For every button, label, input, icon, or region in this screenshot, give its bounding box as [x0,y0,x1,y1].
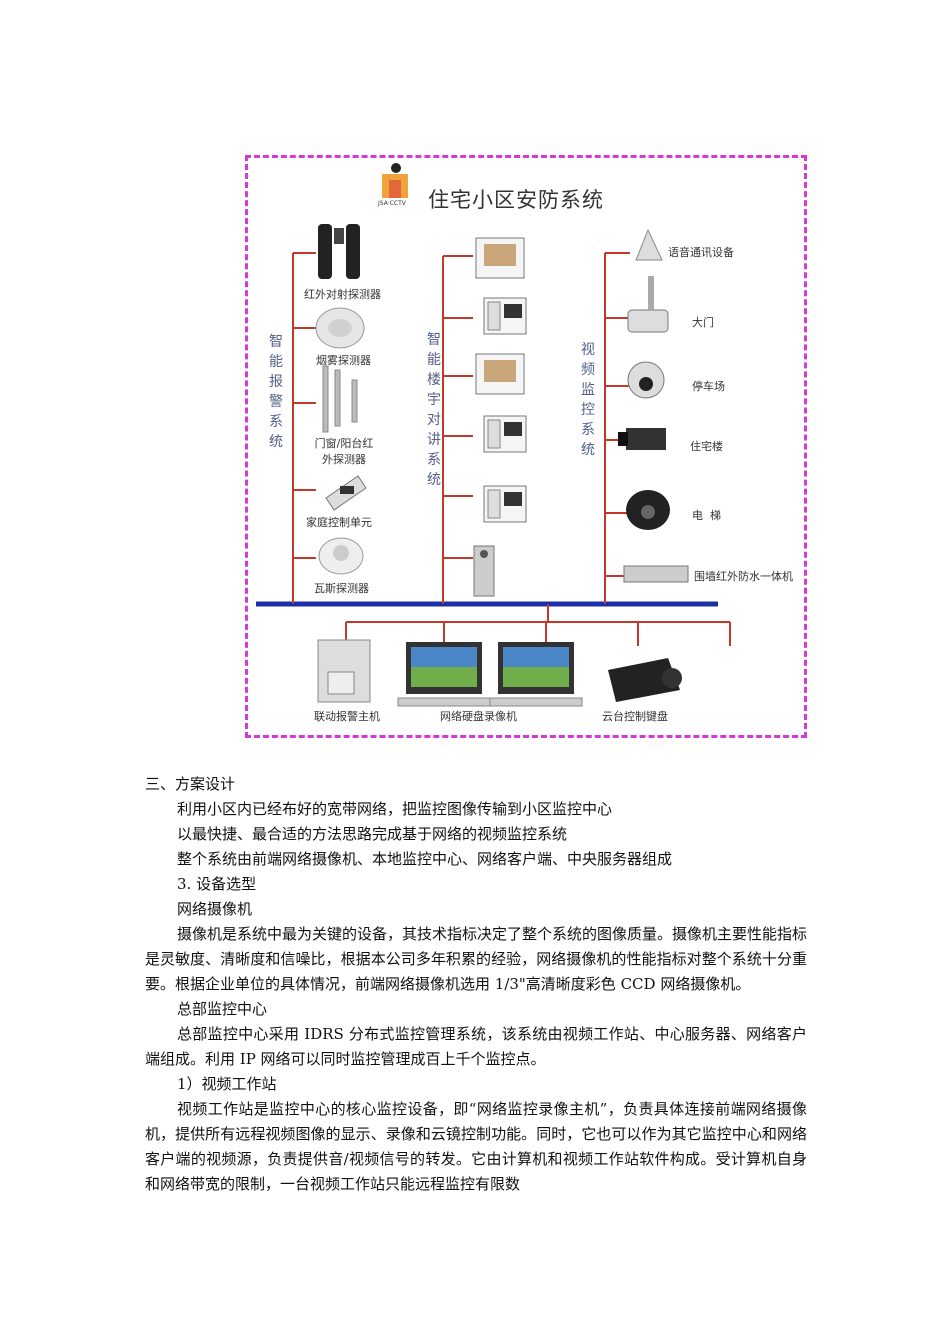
intercom-monitor-icon [475,237,525,279]
label-door-window: 门窗/阳台红外探测器 [314,437,374,466]
label-elevator: 电 梯 [692,509,721,522]
section-heading: 三、方案设计 [145,775,236,793]
document-body: 三、方案设计 利用小区内已经布好的宽带网络，把监控图像传输到小区监控中心 以最快… [145,772,807,1197]
door-window-detector-icon [322,365,358,433]
gas-detector-icon [318,537,364,575]
label-gas: 瓦斯探测器 [314,582,369,595]
subsection-heading: 网络摄像机 [177,900,253,918]
logo-icon [382,163,408,198]
label-nvr: 网络硬盘录像机 [440,710,517,723]
system-diagram: JSA·CCTV 住宅小区安防系统 智能报警系统 智能楼宇对讲系统 视频监控系统… [245,155,807,738]
speed-dome-camera-icon [627,361,665,399]
nvr-monitor-icon [397,642,491,707]
paragraph: 摄像机是系统中最为关键的设备，其技术指标决定了整个系统的图像质量。摄像机主要性能… [145,925,808,993]
paragraph: 视频工作站是监控中心的核心监控设备，即“网络监控录像主机”，负责具体连接前端网络… [145,1100,807,1193]
alarm-host-icon [317,639,371,703]
ptz-keyboard-icon [608,658,682,702]
intercom-handset-icon [483,415,527,453]
intercom-handset-icon [483,297,527,335]
smoke-detector-icon [315,307,365,349]
subsection-heading: 总部监控中心 [177,1000,268,1018]
diagram-graphics [256,163,731,707]
group-label-intercom: 智能楼宇对讲系统 [427,332,441,488]
label-infrared-beam: 红外对射探测器 [304,288,381,301]
label-parking: 停车场 [692,380,725,393]
infrared-barrier-icon [623,565,689,583]
label-residential: 住宅楼 [690,440,723,453]
infrared-beam-detector-icon [318,224,360,279]
label-smoke: 烟雾探测器 [316,354,371,367]
bullet-camera-icon [627,276,669,333]
speaker-device-icon [635,228,663,261]
group-label-alarm: 智能报警系统 [269,334,283,450]
label-gate: 大门 [692,316,714,329]
intercom-monitor-icon [475,353,525,395]
diagram-title: 住宅小区安防系统 [428,188,604,212]
box-camera-icon [618,428,666,450]
paragraph: 以最快捷、最合适的方法思路完成基于网络的视频监控系统 [177,825,568,843]
door-station-icon [473,545,495,597]
label-home-control: 家庭控制单元 [306,516,372,529]
paragraph: 整个系统由前端网络摄像机、本地监控中心、网络客户端、中央服务器组成 [177,850,673,868]
subsection-heading: 3. 设备选型 [177,875,257,893]
home-control-unit-icon [325,475,367,511]
nvr-monitor-icon [489,642,583,707]
group-label-video: 视频监控系统 [581,342,595,458]
label-ptz-keyboard: 云台控制键盘 [602,710,668,723]
label-voice: 语音通讯设备 [668,246,734,259]
logo-text: JSA·CCTV [378,200,406,207]
paragraph: 利用小区内已经布好的宽带网络，把监控图像传输到小区监控中心 [177,800,613,818]
subsection-heading: 1）视频工作站 [177,1075,277,1093]
intercom-handset-icon [483,485,527,523]
paragraph: 总部监控中心采用 IDRS 分布式监控管理系统，该系统由视频工作站、中心服务器、… [145,1025,807,1068]
label-perimeter: 围墙红外防水一体机 [694,570,793,583]
dome-camera-icon [626,490,670,530]
label-alarm-host: 联动报警主机 [314,710,380,723]
